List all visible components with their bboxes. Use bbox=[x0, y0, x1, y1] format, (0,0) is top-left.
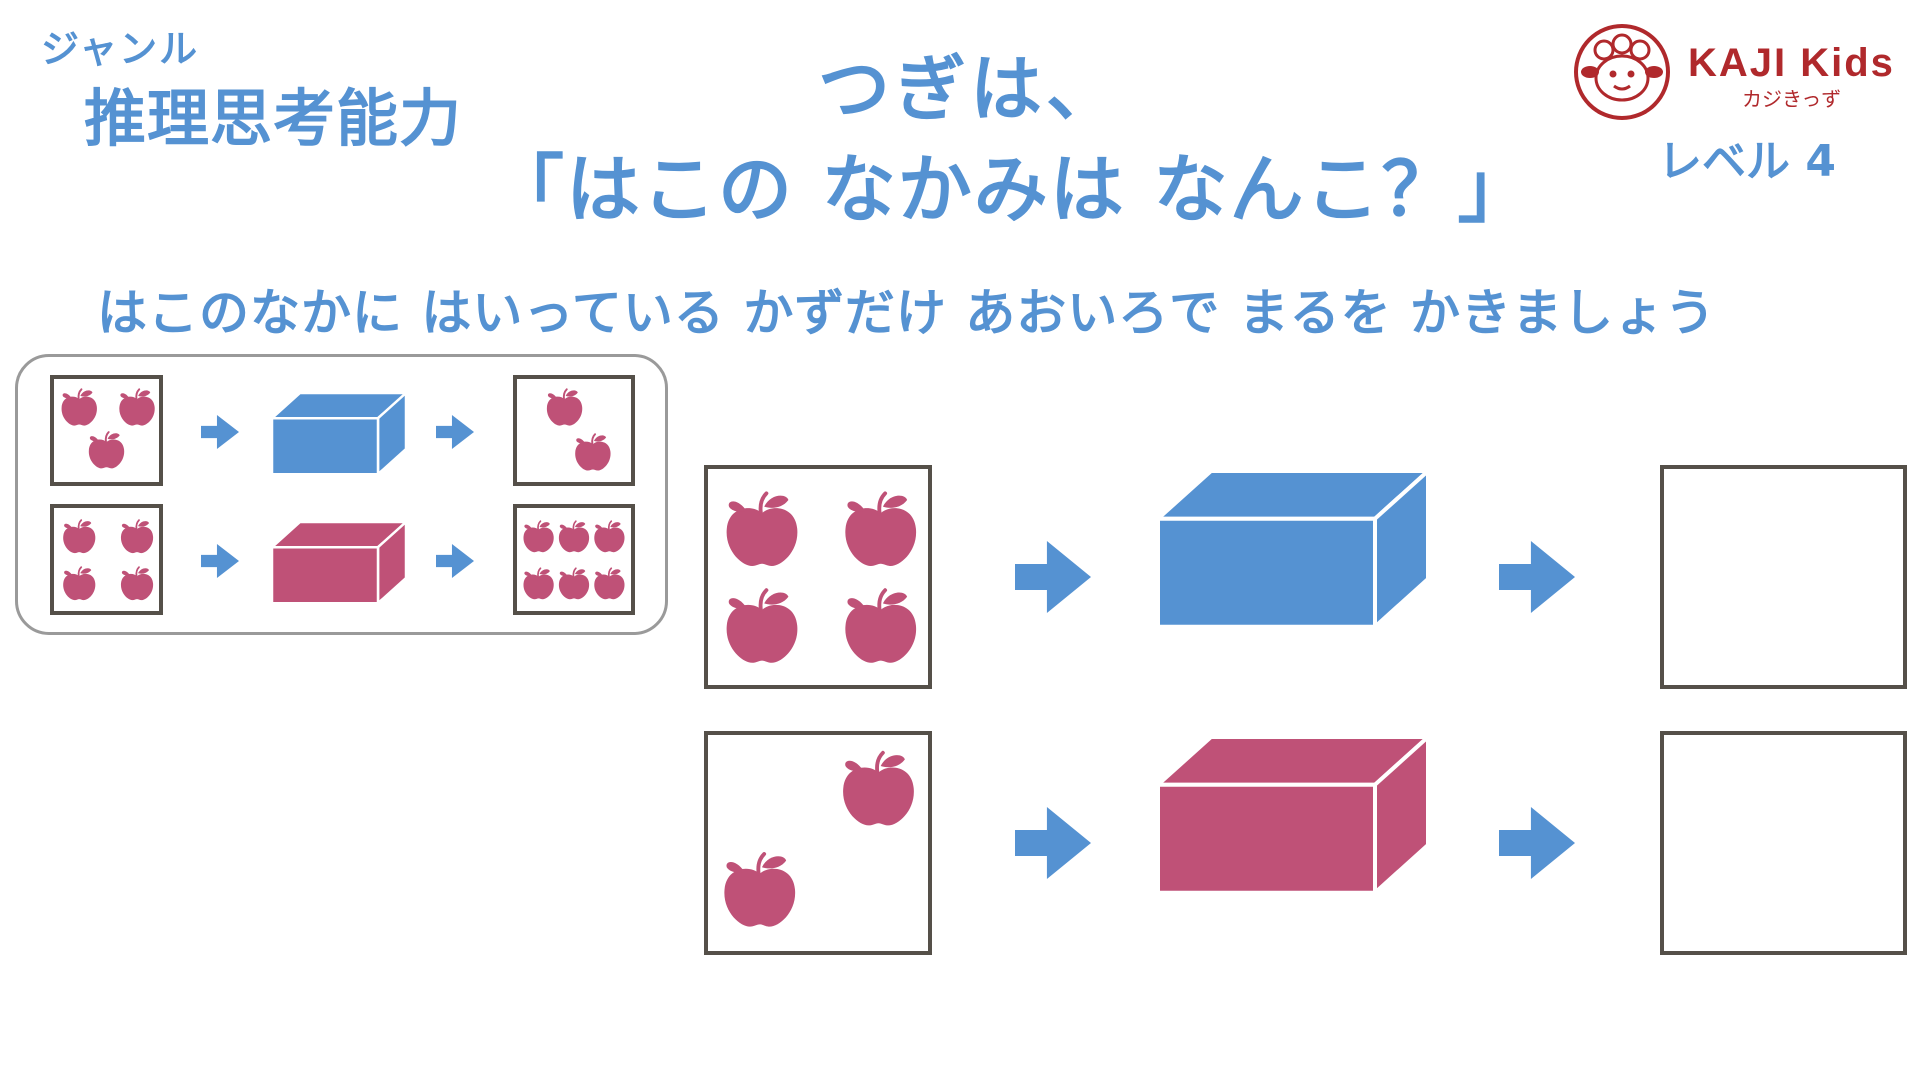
apple-icon bbox=[88, 431, 125, 469]
box-blue bbox=[270, 391, 408, 476]
genre-name: 推理思考能力 bbox=[84, 82, 463, 155]
apple-icon bbox=[558, 520, 590, 553]
brand-logo: KAJI Kids カジきっず bbox=[1574, 24, 1895, 120]
apple-icon bbox=[726, 491, 798, 566]
apple-icon bbox=[726, 588, 798, 663]
arrow-icon bbox=[436, 415, 474, 449]
apple-icon bbox=[63, 566, 96, 601]
apple-icon bbox=[845, 588, 917, 663]
apple-icon bbox=[594, 567, 625, 600]
page-title: つぎは、 bbox=[818, 47, 1123, 131]
arrow-icon bbox=[436, 544, 474, 578]
arrow-icon bbox=[201, 544, 239, 578]
apple-icon bbox=[523, 520, 554, 553]
apple-icon bbox=[119, 388, 155, 426]
instruction-text: はこのなかに はいっている かずだけ あおいろで まるを かきましょう bbox=[97, 284, 1717, 342]
apple-icon bbox=[63, 519, 96, 554]
level-badge: レベル 4 bbox=[1658, 136, 1836, 187]
box-blue bbox=[1156, 469, 1430, 629]
arrow-icon bbox=[1499, 541, 1575, 613]
arrow-icon bbox=[201, 415, 239, 449]
apple-icon bbox=[120, 519, 154, 554]
sheep-icon bbox=[1574, 24, 1670, 120]
genre-label: ジャンル bbox=[41, 27, 200, 71]
apple-icon bbox=[61, 388, 97, 426]
arrow-icon bbox=[1015, 541, 1091, 613]
brand-name: KAJI Kids bbox=[1688, 41, 1895, 85]
apple-icon bbox=[523, 567, 554, 600]
apple-icon bbox=[845, 491, 917, 566]
apple-icon bbox=[594, 520, 625, 553]
apple-icon bbox=[724, 852, 796, 927]
box-pink bbox=[270, 520, 408, 605]
box-pink bbox=[1156, 735, 1430, 895]
brand-sub: カジきっず bbox=[1742, 87, 1841, 111]
apple-icon bbox=[120, 566, 154, 601]
apple-icon bbox=[575, 433, 611, 471]
apple-icon bbox=[558, 567, 590, 600]
apple-icon bbox=[546, 388, 583, 426]
arrow-icon bbox=[1499, 807, 1575, 879]
apple-icon bbox=[843, 750, 914, 826]
arrow-icon bbox=[1015, 807, 1091, 879]
page-subtitle: 「はこの なかみは なんこ？」 bbox=[490, 147, 1534, 233]
answer-frame bbox=[1660, 465, 1907, 689]
example-panel bbox=[15, 354, 668, 635]
answer-frame bbox=[1660, 731, 1907, 955]
